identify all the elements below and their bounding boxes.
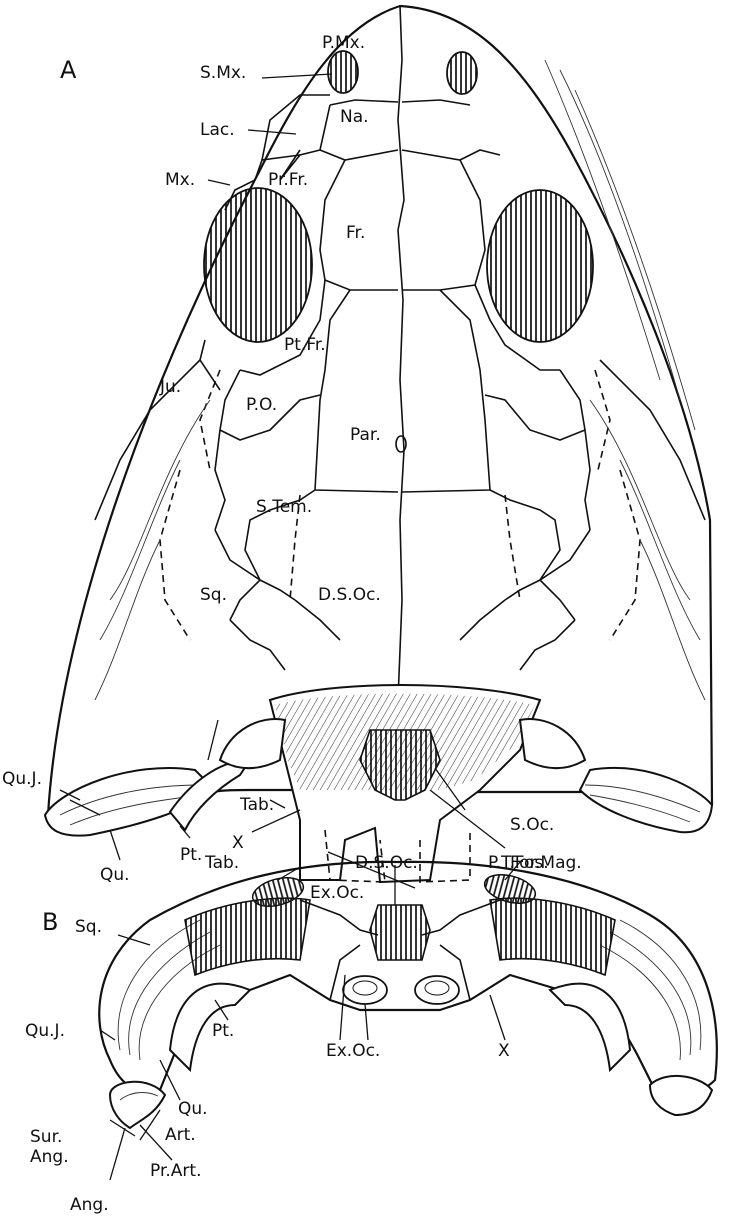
- left-temporal-fossa: [185, 898, 310, 975]
- left-condyle: [343, 976, 387, 1004]
- right-articular: [650, 1076, 712, 1115]
- label-art: Art.: [165, 1125, 196, 1145]
- right-orbit: [487, 190, 593, 342]
- label-s-tem: S.Tem.: [256, 497, 312, 517]
- label-tab-b: Tab.: [204, 853, 239, 873]
- label-p-t-fos: P.T.Fos.: [488, 853, 549, 873]
- left-naris: [328, 51, 358, 93]
- nasal-suture: [280, 100, 398, 180]
- label-ex-oc-b: Ex.Oc.: [326, 1041, 380, 1061]
- left-orbit: [204, 188, 312, 342]
- label-par: Par.: [350, 425, 381, 445]
- label-na: Na.: [340, 107, 369, 127]
- parietal-suture: [315, 290, 398, 492]
- label-s-mx: S.Mx.: [200, 63, 246, 83]
- label-x-b: X: [498, 1041, 510, 1061]
- jugal-suture: [200, 340, 225, 530]
- label-fr: Fr.: [346, 223, 365, 243]
- panel-a-dorsal-skull: A P.Mx. S.Mx. Na. Lac. Mx. Pr.Fr. Fr. Pt…: [2, 6, 712, 903]
- label-tab: Tab.: [239, 795, 274, 815]
- label-lac: Lac.: [200, 120, 235, 140]
- dashed-sutures: [160, 370, 640, 640]
- label-p-mx: P.Mx.: [322, 33, 365, 53]
- panel-b-leaders: [100, 862, 520, 1180]
- right-condyle: [415, 976, 459, 1004]
- squamosal-suture: [230, 580, 295, 620]
- label-sq: Sq.: [200, 585, 227, 605]
- label-ang: Ang.: [70, 1195, 109, 1215]
- parietal-foramen: [396, 436, 406, 452]
- label-mx: Mx.: [165, 170, 195, 190]
- label-qu-j: Qu.J.: [2, 769, 42, 789]
- panel-b-occipital-skull: B Tab. D.S.Oc. P.T.Fos. Sq. Qu.J. Pt. Ex…: [25, 853, 717, 1215]
- label-pt-a: Pt.: [180, 845, 202, 865]
- label-p-o: P.O.: [246, 395, 277, 415]
- label-qu-b: Qu.: [178, 1099, 208, 1119]
- left-articular: [110, 1082, 165, 1128]
- label-x-a: X: [232, 833, 244, 853]
- label-sur-ang-2: Ang.: [30, 1147, 69, 1167]
- label-sq-b: Sq.: [75, 917, 102, 937]
- midline-suture: [398, 6, 404, 790]
- panel-b-letter: B: [42, 908, 58, 936]
- label-pr-fr: Pr.Fr.: [268, 170, 308, 190]
- label-pt-fr: Pt.Fr.: [284, 335, 326, 355]
- foramen-magnum-b: [370, 905, 430, 960]
- label-ju: Ju.: [159, 377, 181, 397]
- label-qu-a: Qu.: [100, 865, 130, 885]
- right-naris: [447, 52, 477, 94]
- tabular-suture: [230, 600, 340, 670]
- label-qu-j-b: Qu.J.: [25, 1021, 65, 1041]
- label-sur-ang-1: Sur.: [30, 1127, 62, 1147]
- right-pterygoid-b: [550, 984, 630, 1070]
- label-s-oc: S.Oc.: [510, 815, 554, 835]
- right-temporal-fossa: [490, 898, 615, 975]
- label-ex-oc-a: Ex.Oc.: [310, 883, 364, 903]
- label-pr-art: Pr.Art.: [150, 1161, 201, 1181]
- right-quadrate-jugal: [580, 768, 712, 832]
- panel-a-letter: A: [60, 56, 77, 84]
- label-pt-b: Pt.: [212, 1021, 234, 1041]
- label-d-s-oc: D.S.Oc.: [318, 585, 381, 605]
- left-pterygoid-b: [170, 984, 250, 1070]
- label-d-s-oc-b: D.S.Oc.: [355, 853, 418, 873]
